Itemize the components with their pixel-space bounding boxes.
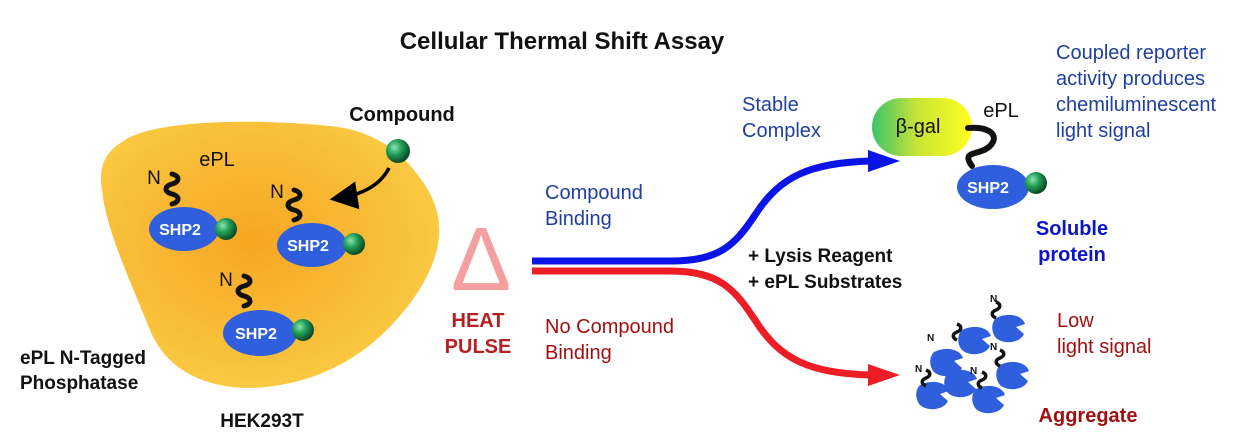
aggregate-n-label-2: N bbox=[927, 333, 934, 344]
aggregate-protein-6 bbox=[972, 385, 1005, 414]
reagent-label-1: + Lysis Reagent bbox=[748, 246, 893, 267]
n-terminus-label-1: N bbox=[147, 168, 161, 189]
aggregate-chain-1 bbox=[990, 300, 1002, 320]
low-signal-label-2: light signal bbox=[1057, 336, 1152, 358]
shp2-label-1: SHP2 bbox=[159, 222, 201, 239]
low-signal-label-1: Low bbox=[1057, 310, 1094, 332]
shp2-protein-1 bbox=[149, 207, 219, 251]
aggregate-chain-3 bbox=[994, 348, 1006, 368]
soluble-shp2-label: SHP2 bbox=[967, 180, 1009, 197]
cell-epl-label: ePL bbox=[199, 149, 235, 171]
compound-binding-label-1: Compound bbox=[545, 182, 643, 204]
soluble-label-2: protein bbox=[1038, 244, 1106, 266]
aggregate-label: Aggregate bbox=[1039, 405, 1138, 427]
aggregate-protein-4 bbox=[996, 361, 1029, 390]
stable-complex-label-2: Complex bbox=[742, 120, 821, 142]
bound-compound-2 bbox=[343, 233, 365, 255]
aggregate-n-label-5: N bbox=[970, 366, 977, 377]
aggregate-n-label-1: N bbox=[990, 294, 997, 305]
reporter-text-1: Coupled reporter bbox=[1056, 42, 1206, 64]
no-compound-label-2: Binding bbox=[545, 342, 612, 364]
shp2-label-3: SHP2 bbox=[235, 326, 277, 343]
unstable-path-line bbox=[532, 267, 871, 379]
soluble-shp2-protein bbox=[957, 165, 1029, 209]
complex-epl-chain bbox=[965, 124, 997, 169]
complex-epl-label: ePL bbox=[983, 100, 1019, 122]
diagram-title: Cellular Thermal Shift Assay bbox=[400, 28, 725, 55]
reporter-text-2: activity produces bbox=[1056, 68, 1205, 90]
shp2-protein-3 bbox=[223, 310, 297, 356]
beta-gal-label: β-gal bbox=[896, 116, 941, 138]
aggregate-protein-1 bbox=[958, 326, 991, 355]
tagged-phosphatase-caption-1: ePL N-Tagged bbox=[20, 348, 146, 369]
bound-compound-1 bbox=[215, 218, 237, 240]
aggregate-n-label-3: N bbox=[990, 342, 997, 353]
stable-path-arrowhead bbox=[868, 150, 900, 172]
aggregate-n-label-4: N bbox=[915, 364, 922, 375]
compound-label: Compound bbox=[349, 104, 455, 126]
unstable-path-arrowhead bbox=[868, 364, 900, 386]
reporter-text-3: chemiluminescent bbox=[1056, 94, 1217, 116]
compound-entry-arrow bbox=[329, 167, 391, 210]
bound-compound-3 bbox=[292, 319, 314, 341]
soluble-bound-compound bbox=[1025, 172, 1047, 194]
no-compound-label-1: No Compound bbox=[545, 316, 674, 338]
aggregate-chain-2 bbox=[951, 322, 963, 342]
compound-binding-label-2: Binding bbox=[545, 208, 612, 230]
aggregate-protein-2 bbox=[992, 314, 1025, 343]
aggregate-chain-4 bbox=[920, 368, 932, 388]
reporter-text-4: light signal bbox=[1056, 120, 1151, 142]
beta-gal-fragment bbox=[872, 98, 972, 156]
aggregate-chain-5 bbox=[976, 370, 988, 390]
cell-line-label: HEK293T bbox=[220, 411, 304, 432]
compound-ligand bbox=[386, 139, 410, 163]
shp2-label-2: SHP2 bbox=[287, 238, 329, 255]
shp2-protein-2 bbox=[277, 223, 347, 267]
protein-aggregate: N N N N N bbox=[915, 294, 1029, 414]
reagent-label-2: + ePL Substrates bbox=[748, 272, 902, 293]
tagged-phosphatase-caption-2: Phosphatase bbox=[20, 373, 138, 394]
n-terminus-label-2: N bbox=[270, 182, 284, 203]
heat-label-1: HEAT bbox=[452, 310, 505, 332]
n-terminus-label-3: N bbox=[219, 270, 233, 291]
stable-complex-label-1: Stable bbox=[742, 94, 799, 116]
heat-delta-icon: Δ bbox=[451, 210, 511, 310]
stable-path-line bbox=[532, 157, 871, 265]
soluble-label-1: Soluble bbox=[1036, 218, 1108, 240]
aggregate-protein-5 bbox=[916, 381, 949, 410]
heat-label-2: PULSE bbox=[445, 336, 512, 358]
